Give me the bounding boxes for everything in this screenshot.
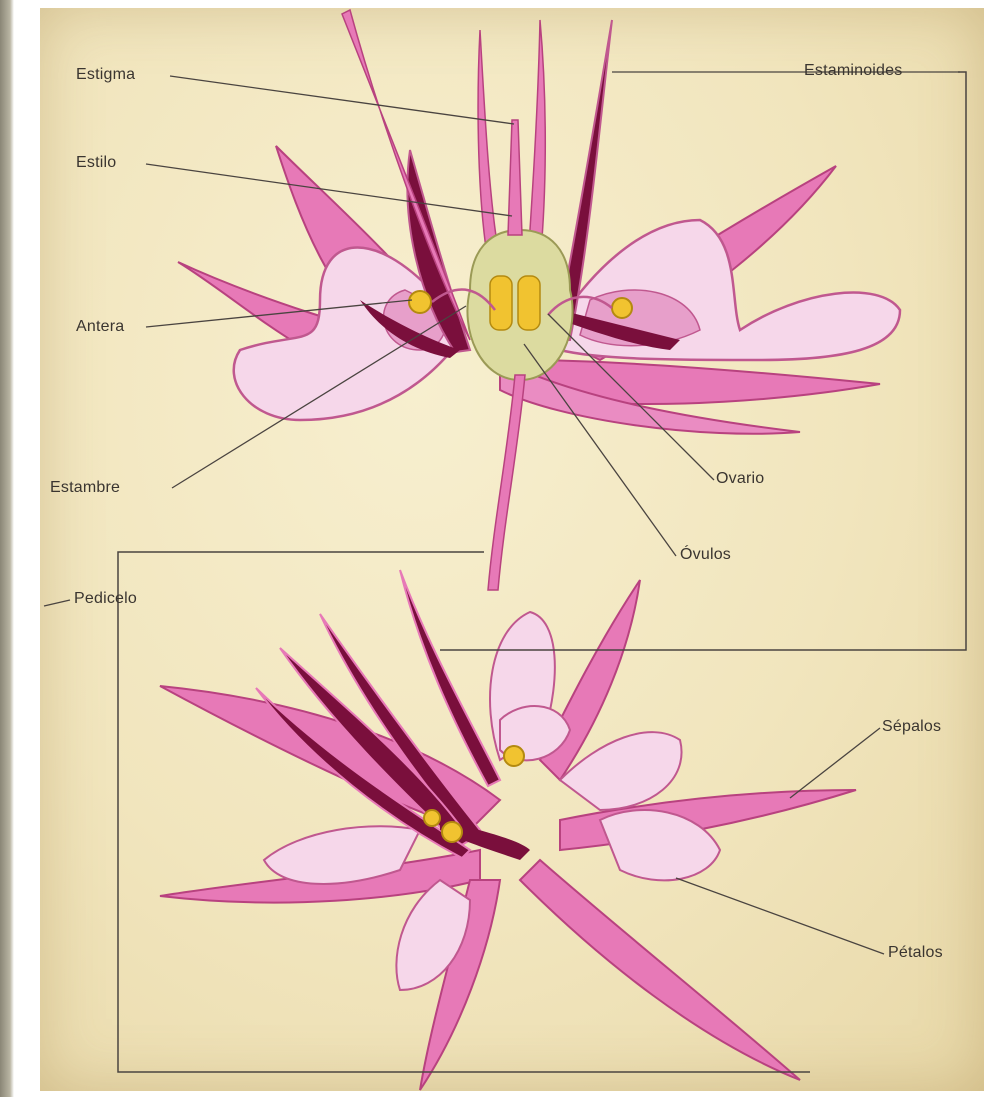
leader-line-pedicelo	[44, 600, 70, 606]
anther	[612, 298, 632, 318]
label-estigma: Estigma	[76, 66, 135, 84]
anther	[424, 810, 440, 826]
leader-line-estigma	[170, 76, 514, 124]
label-ovulos: Óvulos	[680, 546, 731, 564]
label-sepalos: Sépalos	[882, 718, 941, 736]
staminode-section	[478, 30, 500, 262]
flower-cross-section	[178, 10, 900, 590]
ovule-cluster	[490, 276, 512, 330]
label-estilo: Estilo	[76, 154, 116, 172]
leader-line-petalos	[676, 878, 884, 954]
label-petalos: Pétalos	[888, 944, 943, 962]
pedicel	[488, 375, 525, 590]
label-ovario: Ovario	[716, 470, 764, 488]
label-antera: Antera	[76, 318, 124, 336]
leader-line-sepalos	[790, 728, 880, 798]
label-pedicelo: Pedicelo	[74, 590, 137, 608]
flower-whole	[160, 570, 856, 1090]
anther	[409, 291, 431, 313]
label-estaminoides: Estaminoides	[804, 62, 902, 80]
staminode-section	[528, 20, 545, 262]
ovule-cluster	[518, 276, 540, 330]
anther	[442, 822, 462, 842]
anther	[504, 746, 524, 766]
sepal	[520, 860, 800, 1080]
style	[508, 120, 522, 235]
label-estambre: Estambre	[50, 479, 120, 497]
